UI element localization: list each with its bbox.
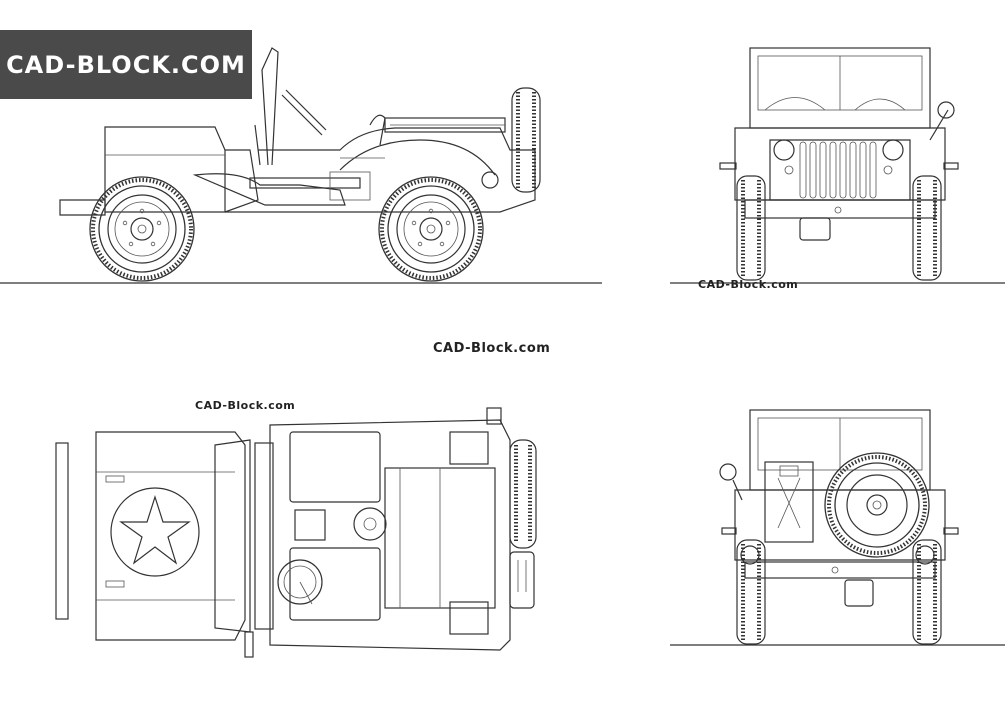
side-spare-tire [511,87,541,193]
top-star-icon [119,495,191,565]
top-steering-wheel [277,559,323,605]
top-spare-tire [509,439,537,549]
top-jerrycan [509,551,535,609]
rear-jerrycan [764,461,814,543]
top-hood [95,431,246,641]
side-rear-wheel [377,175,485,283]
side-view [0,47,602,284]
top-view [55,407,537,658]
rear-wheel-left [735,538,767,646]
top-windshield [254,442,274,630]
side-bumper [59,199,106,216]
side-front-wheel [88,175,196,283]
rear-spare-tire [827,455,927,555]
top-tub [269,419,511,651]
front-wheel-left [735,174,767,282]
watermark-center: CAD-Block.com [433,341,551,356]
side-windshield [261,47,279,166]
rear-wheel-right [911,538,943,646]
rear-bumper [744,561,936,579]
front-fenders [734,127,946,201]
top-seat-left [289,431,381,503]
front-headlight-left [773,139,795,161]
top-seat-right [289,547,381,621]
side-steering [281,89,327,136]
side-tub [225,127,536,213]
front-view [670,47,1005,284]
top-bumper [55,442,69,620]
rear-mirror [719,463,737,481]
front-mirror [937,101,955,119]
watermark-top: CAD-Block.com [195,399,296,412]
watermark-front: CAD-Block.com [698,278,799,291]
front-bumper [744,199,936,219]
front-wheel-right [911,174,943,282]
top-star-circle [110,487,200,577]
site-logo: CAD-BLOCK.COM [0,30,252,99]
side-hood [104,126,226,213]
front-headlight-right [882,139,904,161]
rear-view [670,409,1005,646]
